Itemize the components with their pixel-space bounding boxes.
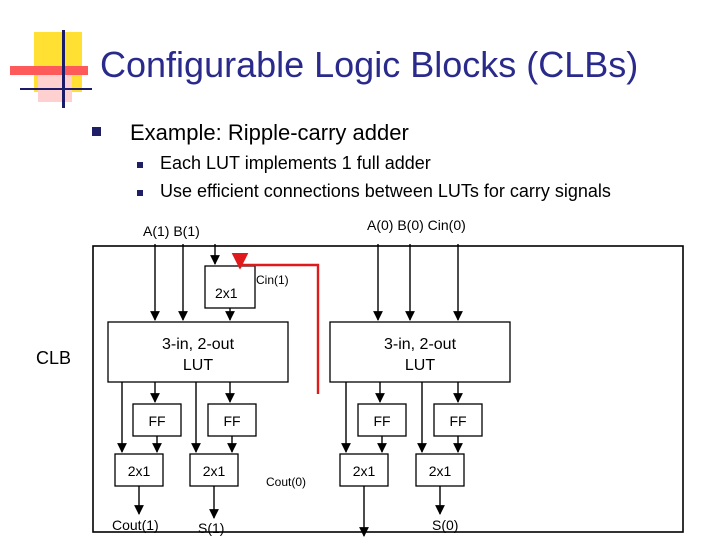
ff-2 [207, 403, 257, 437]
s0-label: S(0) [432, 517, 458, 533]
mux-bottom-1-label: 2x1 [128, 463, 151, 479]
bullet-text: Example: Ripple-carry adder [130, 120, 409, 145]
sub-bullet-marker [137, 190, 143, 196]
ff-4-label: FF [449, 413, 466, 429]
deco-horizontal-line [20, 88, 92, 90]
mux-bottom-4-label: 2x1 [429, 463, 452, 479]
ff-3-label: FF [373, 413, 390, 429]
cout1-label: Cout(1) [112, 517, 159, 533]
lut-right [329, 321, 511, 383]
ff-2-label: FF [223, 413, 240, 429]
mux-bottom-4 [415, 453, 465, 487]
lut-right-line1: 3-in, 2-out [384, 336, 457, 353]
lut-right-line2: LUT [405, 357, 435, 374]
mux-bottom-3 [339, 453, 389, 487]
clb-box [92, 245, 684, 533]
cin1-label: Cin(1) [256, 273, 289, 287]
deco-vertical-line [62, 30, 65, 108]
page-title: Configurable Logic Blocks (CLBs) [100, 44, 639, 85]
inputs-right-label: A(0) B(0) Cin(0) [367, 217, 466, 233]
mux-bottom-3-label: 2x1 [353, 463, 376, 479]
deco-red-bar [10, 66, 88, 75]
mux-top [204, 265, 256, 309]
sub-bullet-marker [137, 162, 143, 168]
inputs-left-label: A(1) B(1) [143, 223, 200, 239]
ff-3 [357, 403, 407, 437]
sub-bullet-text: Each LUT implements 1 full adder [160, 153, 431, 173]
clb-label: CLB [36, 348, 71, 368]
mux-bottom-2-label: 2x1 [203, 463, 226, 479]
ff-1-label: FF [148, 413, 165, 429]
cout0-label: Cout(0) [266, 475, 306, 489]
mux-top-label: 2x1 [215, 285, 238, 301]
lut-left-line1: 3-in, 2-out [162, 336, 235, 353]
mux-bottom-1 [114, 453, 164, 487]
s1-label: S(1) [198, 520, 224, 536]
bullet-marker [92, 127, 101, 136]
mux-bottom-2 [189, 453, 239, 487]
sub-bullet-text: Use efficient connections between LUTs f… [160, 181, 611, 201]
lut-left [107, 321, 289, 383]
carry-wire [231, 252, 320, 394]
lut-left-line2: LUT [183, 357, 213, 374]
